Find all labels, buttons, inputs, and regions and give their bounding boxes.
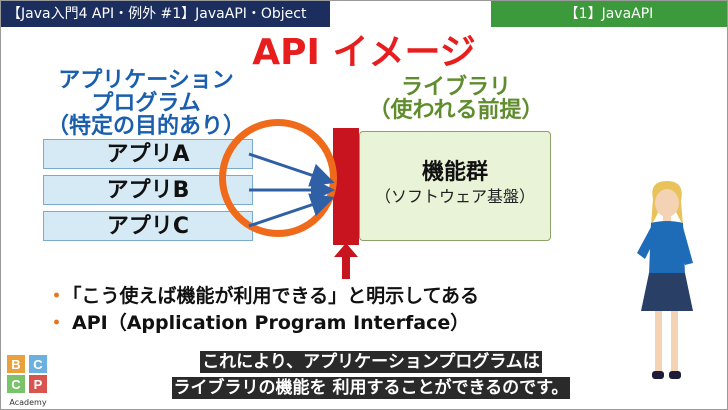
bullet-text: API（Application Program Interface） xyxy=(72,312,470,334)
app-c-box: アプリC xyxy=(43,211,253,241)
api-interface-bar xyxy=(333,128,359,245)
application-label: アプリケーション プログラム （特定の目的あり） xyxy=(41,69,251,138)
library-subtitle: （ソフトウェア基盤） xyxy=(374,187,535,206)
academy-logo: B C C P Academy xyxy=(5,353,51,407)
bullet-item: ・API（Application Program Interface） xyxy=(47,310,479,337)
library-label: ライブラリ （使われる前提） xyxy=(351,76,561,122)
caption-line: これにより、アプリケーションプログラムは xyxy=(200,351,542,373)
application-label-line: （特定の目的あり） xyxy=(46,114,245,139)
bullet-dot-icon: ・ xyxy=(47,285,67,307)
logo-brand: Academy xyxy=(9,398,47,407)
logo-letter: C xyxy=(11,377,21,392)
highlight-circle xyxy=(219,119,337,237)
app-a-box: アプリA xyxy=(43,139,253,169)
slide-title: API イメージ xyxy=(252,32,476,73)
library-label-line: ライブラリ xyxy=(400,75,511,100)
bullet-list: ・「こう使えば機能が利用できる」と明示してある ・API（Application… xyxy=(47,283,479,337)
header-section-title: 【1】JavaAPI xyxy=(491,1,727,27)
logo-letter: C xyxy=(33,357,43,372)
caption-line: ライブラリの機能を 利用することができるのです。 xyxy=(171,377,571,399)
subtitle-caption: これにより、アプリケーションプログラムは ライブラリの機能を 利用することができ… xyxy=(141,349,601,401)
library-name: 機能群 xyxy=(421,160,488,185)
bullet-dot-icon: ・ xyxy=(47,312,67,334)
arrow-up-icon xyxy=(334,243,358,279)
logo-letter: P xyxy=(34,377,43,392)
bullet-item: ・「こう使えば機能が利用できる」と明示してある xyxy=(47,283,479,310)
library-label-line: （使われる前提） xyxy=(368,98,544,123)
logo-mark-icon: B C C P xyxy=(7,355,47,393)
application-label-line: プログラム xyxy=(91,91,201,116)
header-course-title: 【Java入門4 API・例外 #1】JavaAPI・Object xyxy=(1,1,330,27)
logo-letter: B xyxy=(11,357,20,372)
presenter-illustration xyxy=(637,181,693,379)
bullet-text: 「こう使えば機能が利用できる」と明示してある xyxy=(72,285,479,307)
application-label-line: アプリケーション xyxy=(58,68,234,93)
library-box: 機能群 （ソフトウェア基盤） xyxy=(359,131,551,241)
